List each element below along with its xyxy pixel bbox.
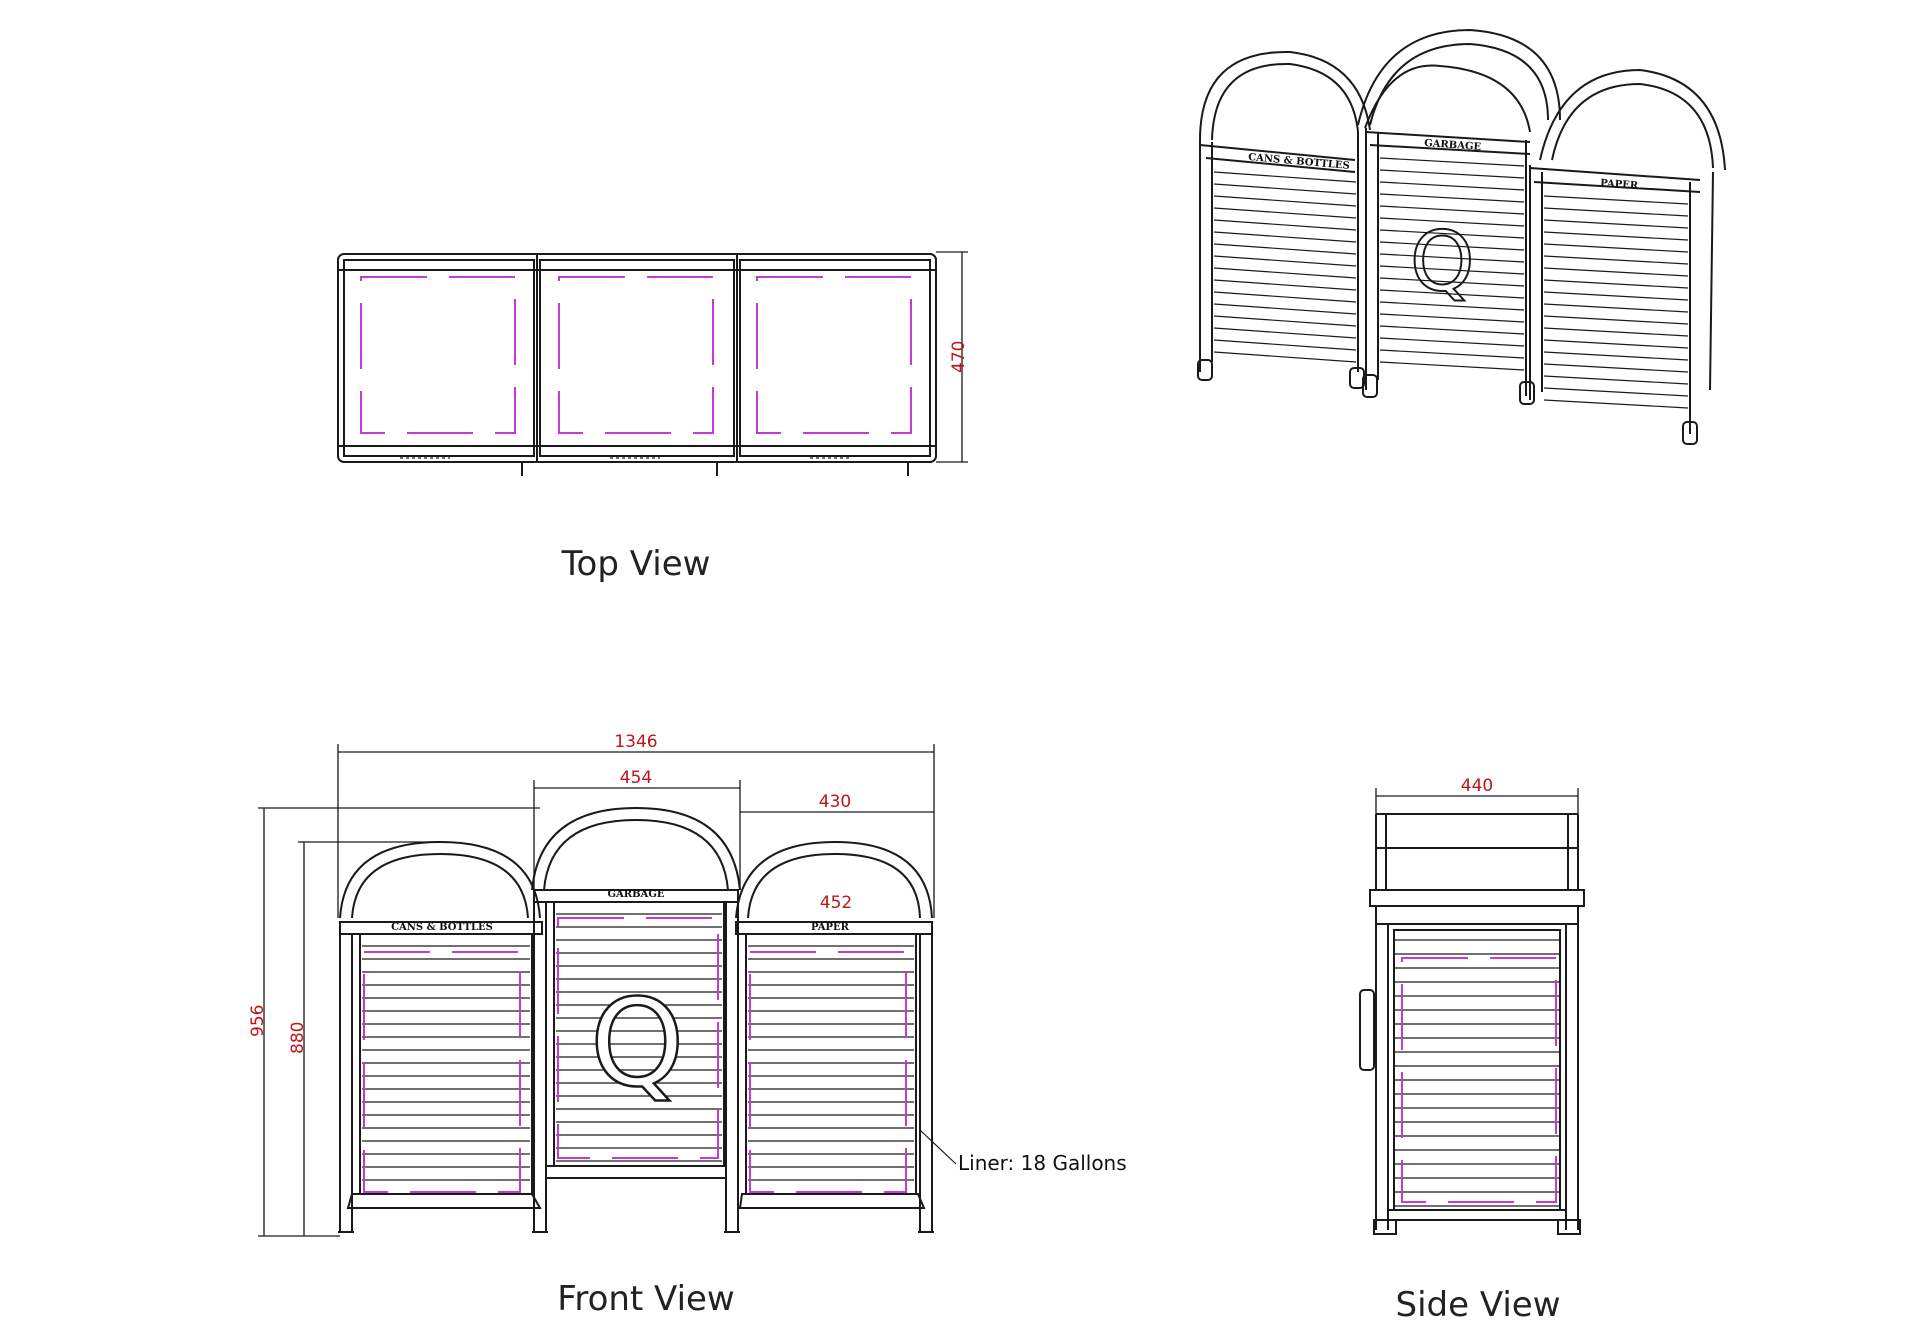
slat-line: [1213, 339, 1357, 351]
front-view: CANS & BOTTLES GARBAGE PAPER Q 1346 454 …: [248, 732, 1127, 1319]
iso-right-bin: PAPER: [1529, 68, 1726, 445]
iso-right-bin-label: PAPER: [1600, 178, 1639, 192]
slat-line: [1213, 171, 1357, 183]
slat-line: [1543, 291, 1689, 301]
iso-logo-letter: Q: [1410, 215, 1475, 310]
slat-line: [1543, 195, 1689, 205]
slat-line: [1379, 253, 1525, 263]
isometric-view: CANS & BOTTLES GARBAGE Q: [1197, 28, 1726, 445]
front-view-caption: Front View: [557, 1279, 735, 1319]
slat-line: [1379, 241, 1525, 251]
slat-line: [1543, 315, 1689, 325]
slat-line: [1543, 387, 1689, 397]
slat-line: [1543, 207, 1689, 217]
front-small-note-text: 452: [820, 893, 852, 913]
slat-line: [1213, 207, 1357, 219]
slat-line: [1379, 325, 1525, 335]
front-middle-width-text: 454: [620, 768, 652, 788]
iso-middle-bin-label: GARBAGE: [1424, 138, 1482, 153]
front-view-dimensions: 1346 454 430 452 956 880: [248, 732, 935, 1237]
slat-line: [1379, 157, 1525, 167]
slat-line: [1213, 183, 1357, 195]
slat-line: [1543, 399, 1689, 409]
top-view-depth-dimension: 470: [936, 251, 969, 463]
top-view-caption: Top View: [561, 544, 711, 584]
slat-line: [1543, 243, 1689, 253]
slat-line: [1543, 351, 1689, 361]
slat-line: [1379, 277, 1525, 287]
slat-line: [1379, 205, 1525, 215]
slat-line: [1213, 327, 1357, 339]
side-view-slats: [1394, 939, 1560, 1207]
slat-line: [1543, 231, 1689, 241]
slat-line: [1379, 301, 1525, 311]
top-depth-dim-text: 470: [949, 341, 969, 373]
slat-line: [1213, 315, 1357, 327]
top-view-liners: [360, 276, 912, 434]
front-liner-note: Liner: 18 Gallons: [958, 1151, 1127, 1175]
slat-line: [1543, 327, 1689, 337]
slat-line: [1379, 193, 1525, 203]
front-left-bin-label: CANS & BOTTLES: [391, 922, 493, 933]
slat-line: [1213, 303, 1357, 315]
slat-line: [1379, 181, 1525, 191]
side-view-liner: [1401, 957, 1557, 1203]
front-middle-bin-label: GARBAGE: [608, 889, 665, 900]
slat-line: [1213, 279, 1357, 291]
side-width-dim-text: 440: [1461, 776, 1493, 796]
side-view-width-dimension: 440: [1375, 776, 1579, 814]
slat-line: [1213, 219, 1357, 231]
front-view-slats: [362, 913, 914, 1181]
slat-line: [1543, 375, 1689, 385]
top-view-outline: [337, 253, 937, 476]
iso-middle-bin: GARBAGE Q: [1357, 28, 1561, 405]
slat-line: [1543, 339, 1689, 349]
slat-line: [1543, 255, 1689, 265]
front-right-width-text: 430: [819, 792, 851, 812]
slat-line: [1213, 291, 1357, 303]
slat-line: [1213, 267, 1357, 279]
slat-line: [1543, 279, 1689, 289]
side-view: 440 Side View: [1359, 776, 1585, 1325]
slat-line: [1379, 337, 1525, 347]
slat-line: [1213, 195, 1357, 207]
slat-line: [1379, 361, 1525, 371]
slat-line: [1379, 217, 1525, 227]
slat-line: [1379, 313, 1525, 323]
slat-line: [1379, 229, 1525, 239]
slat-line: [1543, 363, 1689, 373]
top-view: 470 Top View: [337, 251, 969, 584]
slat-line: [1543, 219, 1689, 229]
slat-line: [1213, 351, 1357, 363]
front-overall-width-text: 1346: [614, 732, 657, 752]
side-view-outline: [1359, 813, 1585, 1235]
slat-line: [1213, 255, 1357, 267]
slat-line: [1379, 265, 1525, 275]
front-overall-height-text: 956: [248, 1005, 268, 1037]
slat-line: [1379, 289, 1525, 299]
front-right-bin-label: PAPER: [811, 922, 850, 933]
front-view-frames: [338, 889, 934, 1233]
slat-line: [1213, 231, 1357, 243]
iso-slats: [1213, 157, 1689, 409]
slat-line: [1543, 303, 1689, 313]
side-view-caption: Side View: [1395, 1285, 1560, 1325]
front-body-height-text: 880: [288, 1022, 308, 1054]
front-view-canopies: [339, 806, 933, 919]
slat-line: [1379, 349, 1525, 359]
slat-line: [1379, 169, 1525, 179]
slat-line: [1543, 267, 1689, 277]
front-liner-callout: Liner: 18 Gallons: [919, 1129, 1127, 1175]
front-view-liners: [363, 917, 907, 1193]
front-logo-letter: Q: [590, 975, 684, 1114]
slat-line: [1213, 243, 1357, 255]
